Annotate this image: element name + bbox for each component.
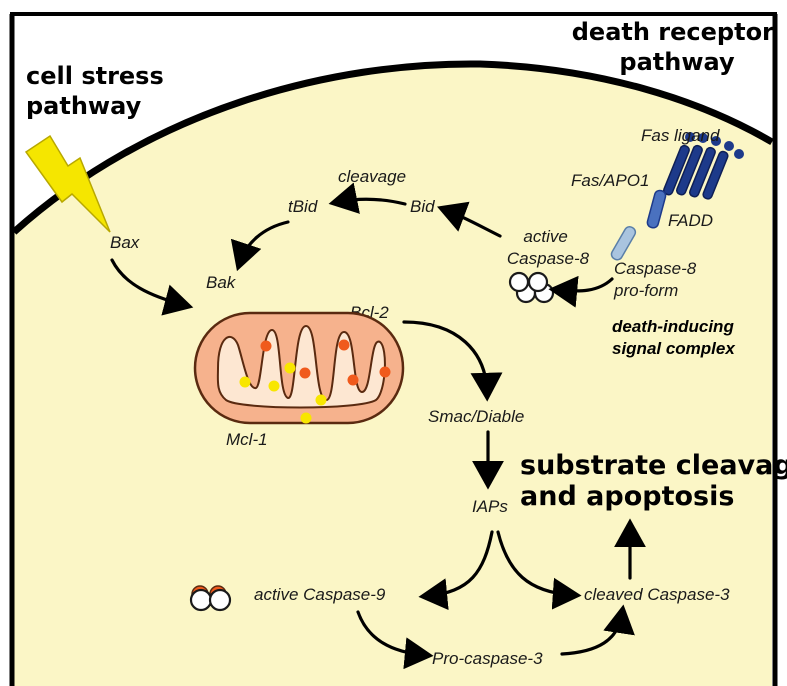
bax-label: Bax [110, 233, 140, 252]
iaps-label: IAPs [472, 497, 508, 516]
fas-ligand-label: Fas ligand [641, 126, 720, 145]
bak-label: Bak [206, 273, 237, 292]
fadd-label: FADD [668, 211, 713, 230]
smac-diable-label: Smac/Diable [428, 407, 524, 426]
fas-apo1-label: Fas/APO1 [571, 171, 649, 190]
active-caspase9-label: active Caspase-9 [254, 585, 386, 604]
mitochondrion-icon [195, 313, 403, 424]
tbid-label: tBid [288, 197, 318, 216]
bid-label: Bid [410, 197, 435, 216]
procaspase3-label: Pro-caspase-3 [432, 649, 543, 668]
cleaved-caspase3-label: cleaved Caspase-3 [584, 585, 730, 604]
cleavage-label: cleavage [338, 167, 406, 186]
mcl1-label: Mcl-1 [226, 430, 268, 449]
